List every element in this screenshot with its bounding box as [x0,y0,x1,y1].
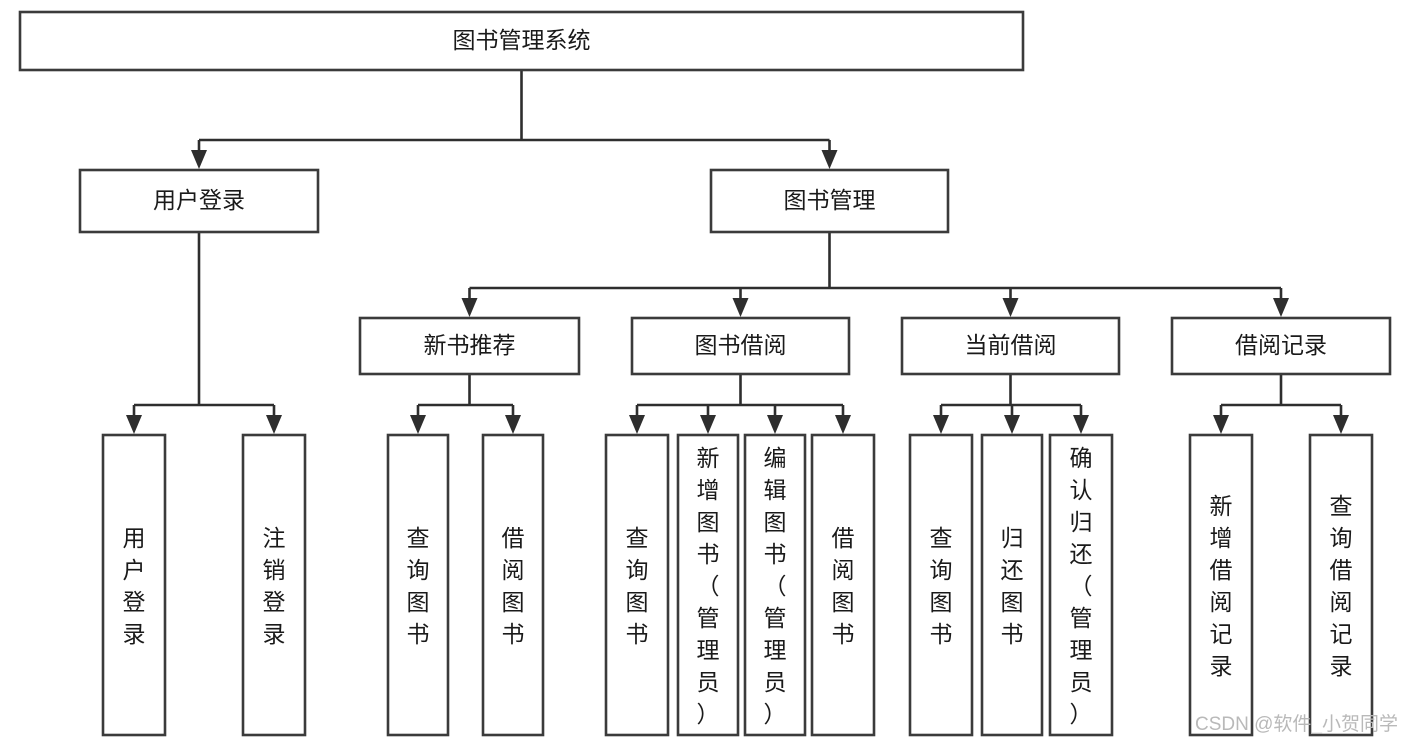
node-leaf-borrow-book-1[interactable]: 借阅图书 [481,433,545,737]
node-box[interactable] [908,433,974,737]
node-l2-user-login[interactable]: 用户登录 [78,168,320,234]
node-label: 归还图书 [1001,525,1024,647]
arrow-head-icon [461,298,478,317]
node-box[interactable] [1308,433,1374,737]
arrow-head-icon [767,415,783,434]
node-l3-borrow-record[interactable]: 借阅记录 [1170,316,1392,376]
node-leaf-user-login[interactable]: 用户登录 [101,433,167,737]
node-box[interactable] [481,433,545,737]
node-box[interactable] [743,433,807,737]
node-label: 新书推荐 [424,332,516,358]
node-box[interactable] [18,10,1025,72]
arrow-head-icon [410,415,426,434]
node-l3-book-borrow[interactable]: 图书借阅 [630,316,851,376]
node-label: 查询图书 [626,525,649,647]
arrow-head-icon [700,415,716,434]
edge-group [461,232,1289,317]
node-leaf-query-book-2[interactable]: 查询图书 [604,433,670,737]
node-leaf-query-book-3[interactable]: 查询图书 [908,433,974,737]
node-leaf-query-record[interactable]: 查询借阅记录 [1308,433,1374,737]
node-label: 图书借阅 [695,332,787,358]
csdn-watermark: CSDN @软件_小贺同学 [1195,713,1398,735]
node-label: 图书管理系统 [453,27,591,53]
arrow-head-icon [629,415,645,434]
node-box[interactable] [101,433,167,737]
arrow-head-icon [821,150,838,169]
arrow-head-icon [126,415,142,434]
node-label: 查询图书 [407,525,430,647]
edge-group [410,374,521,434]
node-box[interactable] [241,433,307,737]
node-leaf-add-record[interactable]: 新增借阅记录 [1188,433,1254,737]
node-box[interactable] [900,316,1121,376]
node-box[interactable] [604,433,670,737]
node-label: 新增借阅记录 [1210,493,1233,679]
node-leaf-edit-book[interactable]: 编辑图书（管理员） [743,433,807,737]
node-box[interactable] [1048,433,1114,737]
node-box[interactable] [358,316,581,376]
node-leaf-logout[interactable]: 注销登录 [241,433,307,737]
arrow-head-icon [732,298,749,317]
arrow-head-icon [1073,415,1089,434]
node-l2-book-mgmt[interactable]: 图书管理 [709,168,950,234]
edge-group [191,70,838,169]
edge-group [1213,374,1349,434]
node-leaf-confirm-return[interactable]: 确认归还（管理员） [1048,433,1114,737]
node-leaf-borrow-book-2[interactable]: 借阅图书 [810,433,876,737]
arrow-head-icon [1333,415,1349,434]
node-label: 编辑图书（管理员） [764,445,787,727]
arrow-head-icon [835,415,851,434]
node-box[interactable] [78,168,320,234]
edge-group [933,374,1089,434]
node-label: 借阅图书 [502,525,525,647]
node-label: 图书管理 [784,187,876,213]
node-label: 新增图书（管理员） [697,445,720,727]
node-box[interactable] [810,433,876,737]
arrow-head-icon [1004,415,1020,434]
arrow-head-icon [505,415,521,434]
node-label: 查询借阅记录 [1330,493,1353,679]
arrow-head-icon [1002,298,1019,317]
node-box[interactable] [1170,316,1392,376]
node-label: 用户登录 [123,525,146,647]
node-leaf-add-book[interactable]: 新增图书（管理员） [676,433,740,737]
node-label: 当前借阅 [965,332,1057,358]
arrow-head-icon [1213,415,1229,434]
node-l3-new-book-rec[interactable]: 新书推荐 [358,316,581,376]
node-leaf-query-book-1[interactable]: 查询图书 [386,433,450,737]
arrow-head-icon [1273,298,1289,317]
node-box[interactable] [630,316,851,376]
node-box[interactable] [676,433,740,737]
edge-group [126,232,282,434]
node-label: 查询图书 [930,525,953,647]
node-label: 注销登录 [263,525,286,647]
edge-group [629,374,851,434]
nodes-layer: 图书管理系统用户登录图书管理新书推荐图书借阅当前借阅借阅记录用户登录注销登录查询… [18,10,1392,737]
node-box[interactable] [386,433,450,737]
node-box[interactable] [980,433,1044,737]
node-label: 确认归还（管理员） [1070,445,1093,727]
node-label: 借阅图书 [832,525,855,647]
arrow-head-icon [266,415,282,434]
arrow-head-icon [191,150,207,169]
node-box[interactable] [709,168,950,234]
node-label: 用户登录 [153,187,245,213]
arrow-head-icon [933,415,949,434]
node-box[interactable] [1188,433,1254,737]
node-label: 借阅记录 [1235,332,1327,358]
node-root[interactable]: 图书管理系统 [18,10,1025,72]
node-leaf-return-book[interactable]: 归还图书 [980,433,1044,737]
node-l3-current-borrow[interactable]: 当前借阅 [900,316,1121,376]
edges-layer [126,70,1349,434]
